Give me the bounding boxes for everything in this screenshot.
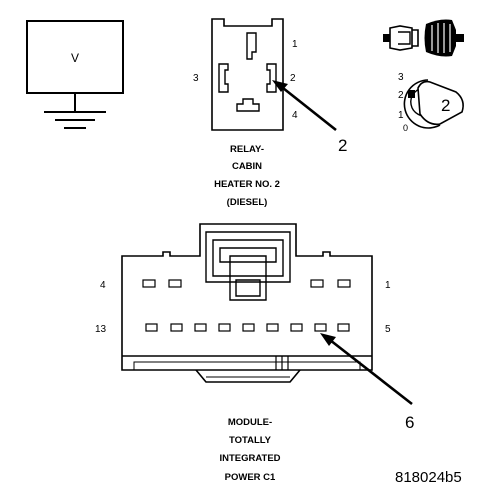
relay-caption-line-1: RELAY- [230,144,264,155]
probe-pin-3-label: 3 [398,72,404,83]
module-pin-1-label: 1 [385,280,391,291]
module-pin-4-label: 4 [100,280,106,291]
relay-body [211,18,284,131]
terminal-c-shape [403,79,441,129]
relay-caption-line-3: HEATER NO. 2 [214,179,280,190]
module-pin-13-label: 13 [95,324,107,335]
relay-pin-1-label: 1 [292,39,298,50]
probe-pin-0-label: 0 [403,123,408,133]
probe-icon [383,19,464,57]
relay-pin-3-label: 3 [193,73,199,84]
module-key [195,369,301,383]
relay-terminal-1 [246,32,257,60]
module-caption-line-2: TOTALLY [229,435,272,446]
relay-connector: 1 2 3 4 2 RELAY- CABIN HEATER NO. 2 (DIE… [193,18,347,208]
module-callout-number: 6 [405,413,414,432]
relay-caption-line-2: CABIN [232,161,262,172]
relay-caption-line-4: (DIESEL) [227,197,268,208]
probe-tip [417,80,464,126]
relay-pin-2-label: 2 [290,73,296,84]
probe-callout-number: 2 [441,96,450,115]
module-body [121,223,373,371]
module-caption-line-3: INTEGRATED [219,453,280,464]
probe-pin-2-label: 2 [398,90,404,101]
relay-terminal-4 [236,98,260,112]
ground-icon [44,93,106,129]
relay-caption: RELAY- CABIN HEATER NO. 2 (DIESEL) [214,144,280,208]
module-pin-5-label: 5 [385,324,391,335]
relay-callout-number: 2 [338,136,347,155]
module-callout-arrow [320,333,413,406]
module-latch [205,231,291,283]
module-top-row-cavities [142,279,351,288]
voltmeter-label: V [71,51,79,65]
relay-terminal-3 [218,63,229,93]
module-caption-line-4: POWER C1 [225,472,276,483]
terminal-probe-icon: 3 2 1 0 2 [398,72,464,133]
module-caption: MODULE- TOTALLY INTEGRATED POWER C1 [219,417,280,483]
probe-pin-1-label: 1 [398,110,404,121]
module-bottom-row-cavities [145,323,350,332]
relay-pin-4-label: 4 [292,110,298,121]
module-caption-line-1: MODULE- [228,417,272,428]
voltmeter-symbol: V [26,20,124,129]
module-connector: 4 1 13 5 6 MODULE- TOTALLY INTEGRATED PO… [95,223,414,483]
relay-callout-arrow [272,80,337,132]
figure-id: 818024b5 [395,469,462,486]
relay-terminal-2 [266,63,277,93]
